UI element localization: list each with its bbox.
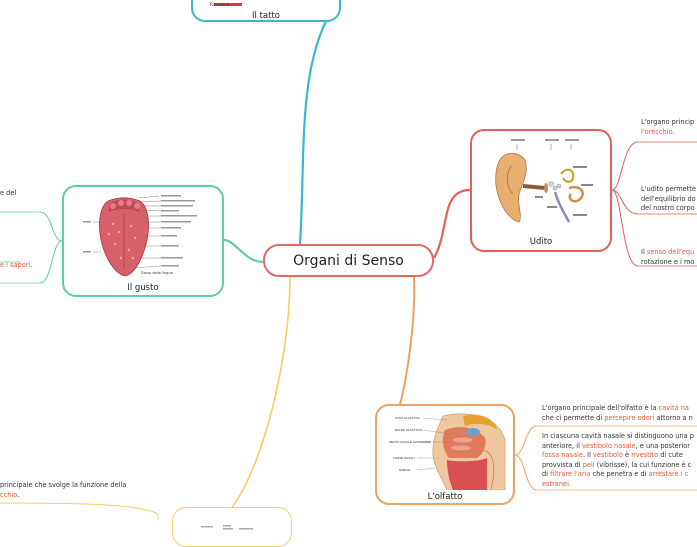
nose-anatomy-image: ZONA OLFATTIVA BULBO OLFATTIVO MEATO NAS… [387,410,509,494]
vista-note-line-2: cchio. [0,490,20,499]
udito-label: Udito [529,237,553,247]
udito-note-2-line-1: L'udito permette [641,185,696,193]
vista-node[interactable] [172,507,292,547]
tongue-image-caption: Dorso della lingua [141,271,173,275]
udito-note-2: L'udito permette dell'equilibrio do del … [641,185,696,214]
tatto-image: Ricezione [208,0,258,8]
central-topic-title: Organi di Senso [293,252,404,269]
olfatto-note-1-line-2: che ci permette di percepire odori attor… [542,413,693,422]
udito-note-2-line-3: del nostro corpo [641,204,695,213]
gusto-label: Il gusto [127,283,159,293]
udito-note-2-line-2: dell'equilibrio do [641,194,696,203]
olfatto-node[interactable]: ZONA OLFATTIVA BULBO OLFATTIVO MEATO NAS… [375,404,515,505]
olfatto-note-2-line-1: In ciascuna cavità nasale si distinguono… [542,432,694,440]
olfatto-note-1-line-1: L'organo principale dell'olfatto è la ca… [542,404,689,412]
olfatto-note-2-line-4: provvista di peli (vibrisse), la cui fun… [542,460,692,469]
gusto-note-2: e i sapori. [0,261,33,269]
olfatto-note-1: L'organo principale dell'olfatto è la ca… [542,404,693,423]
vista-note-line-1: principale che svolge la funzione della [0,481,127,489]
vista-note: principale che svolge la funzione della … [0,481,126,500]
udito-note-3-line-1: Il senso dell'equ [641,248,695,256]
gusto-node[interactable]: Dorso della lingua Il gusto [62,185,224,297]
olfatto-note-2-line-2: anteriore, il vestibolo nasale, e una po… [542,441,691,450]
ear-anatomy-image [489,136,597,235]
tatto-node[interactable]: Ricezione Il tatto [191,0,341,22]
olfatto-label-4: FOSSE NASALI [393,456,415,460]
olfatto-note-2-line-3: fossa nasale. Il vestibolo è rivestito d… [542,451,683,460]
tatto-label: Il tatto [252,11,280,21]
olfatto-note-2-line-5: di filtrare l'aria che penetra e di arre… [542,470,689,479]
udito-note-3-line-2: rotazione e i mo [641,257,695,266]
tongue-anatomy-image: Dorso della lingua [79,192,211,284]
tatto-image-text: Ricezione [210,2,230,7]
olfatto-label: L'olfatto [427,492,463,502]
olfatto-note-2-line-6: estranei. [542,479,571,488]
olfatto-label-2: BULBO OLFATTIVO [395,428,423,432]
udito-note-1: L'organo princip l'orecchio. [641,118,694,137]
central-topic[interactable]: Organi di Senso [263,244,434,277]
olfatto-label-3: MEATO NASALE SUPERIORE [389,440,431,444]
olfatto-label-1: ZONA OLFATTIVA [395,416,420,420]
udito-note-3: Il senso dell'equ rotazione e i mo [641,248,694,267]
olfatto-label-5: NARICE [399,468,410,472]
udito-note-1-line-1: L'organo princip [641,118,695,126]
mindmap-connectors [0,0,697,520]
eye-anatomy-image [201,516,261,535]
udito-node[interactable]: Udito [470,129,612,252]
gusto-note-1: e del [0,189,17,197]
olfatto-note-2: In ciascuna cavità nasale si distinguono… [542,432,694,490]
udito-note-1-line-2: l'orecchio. [641,127,675,136]
